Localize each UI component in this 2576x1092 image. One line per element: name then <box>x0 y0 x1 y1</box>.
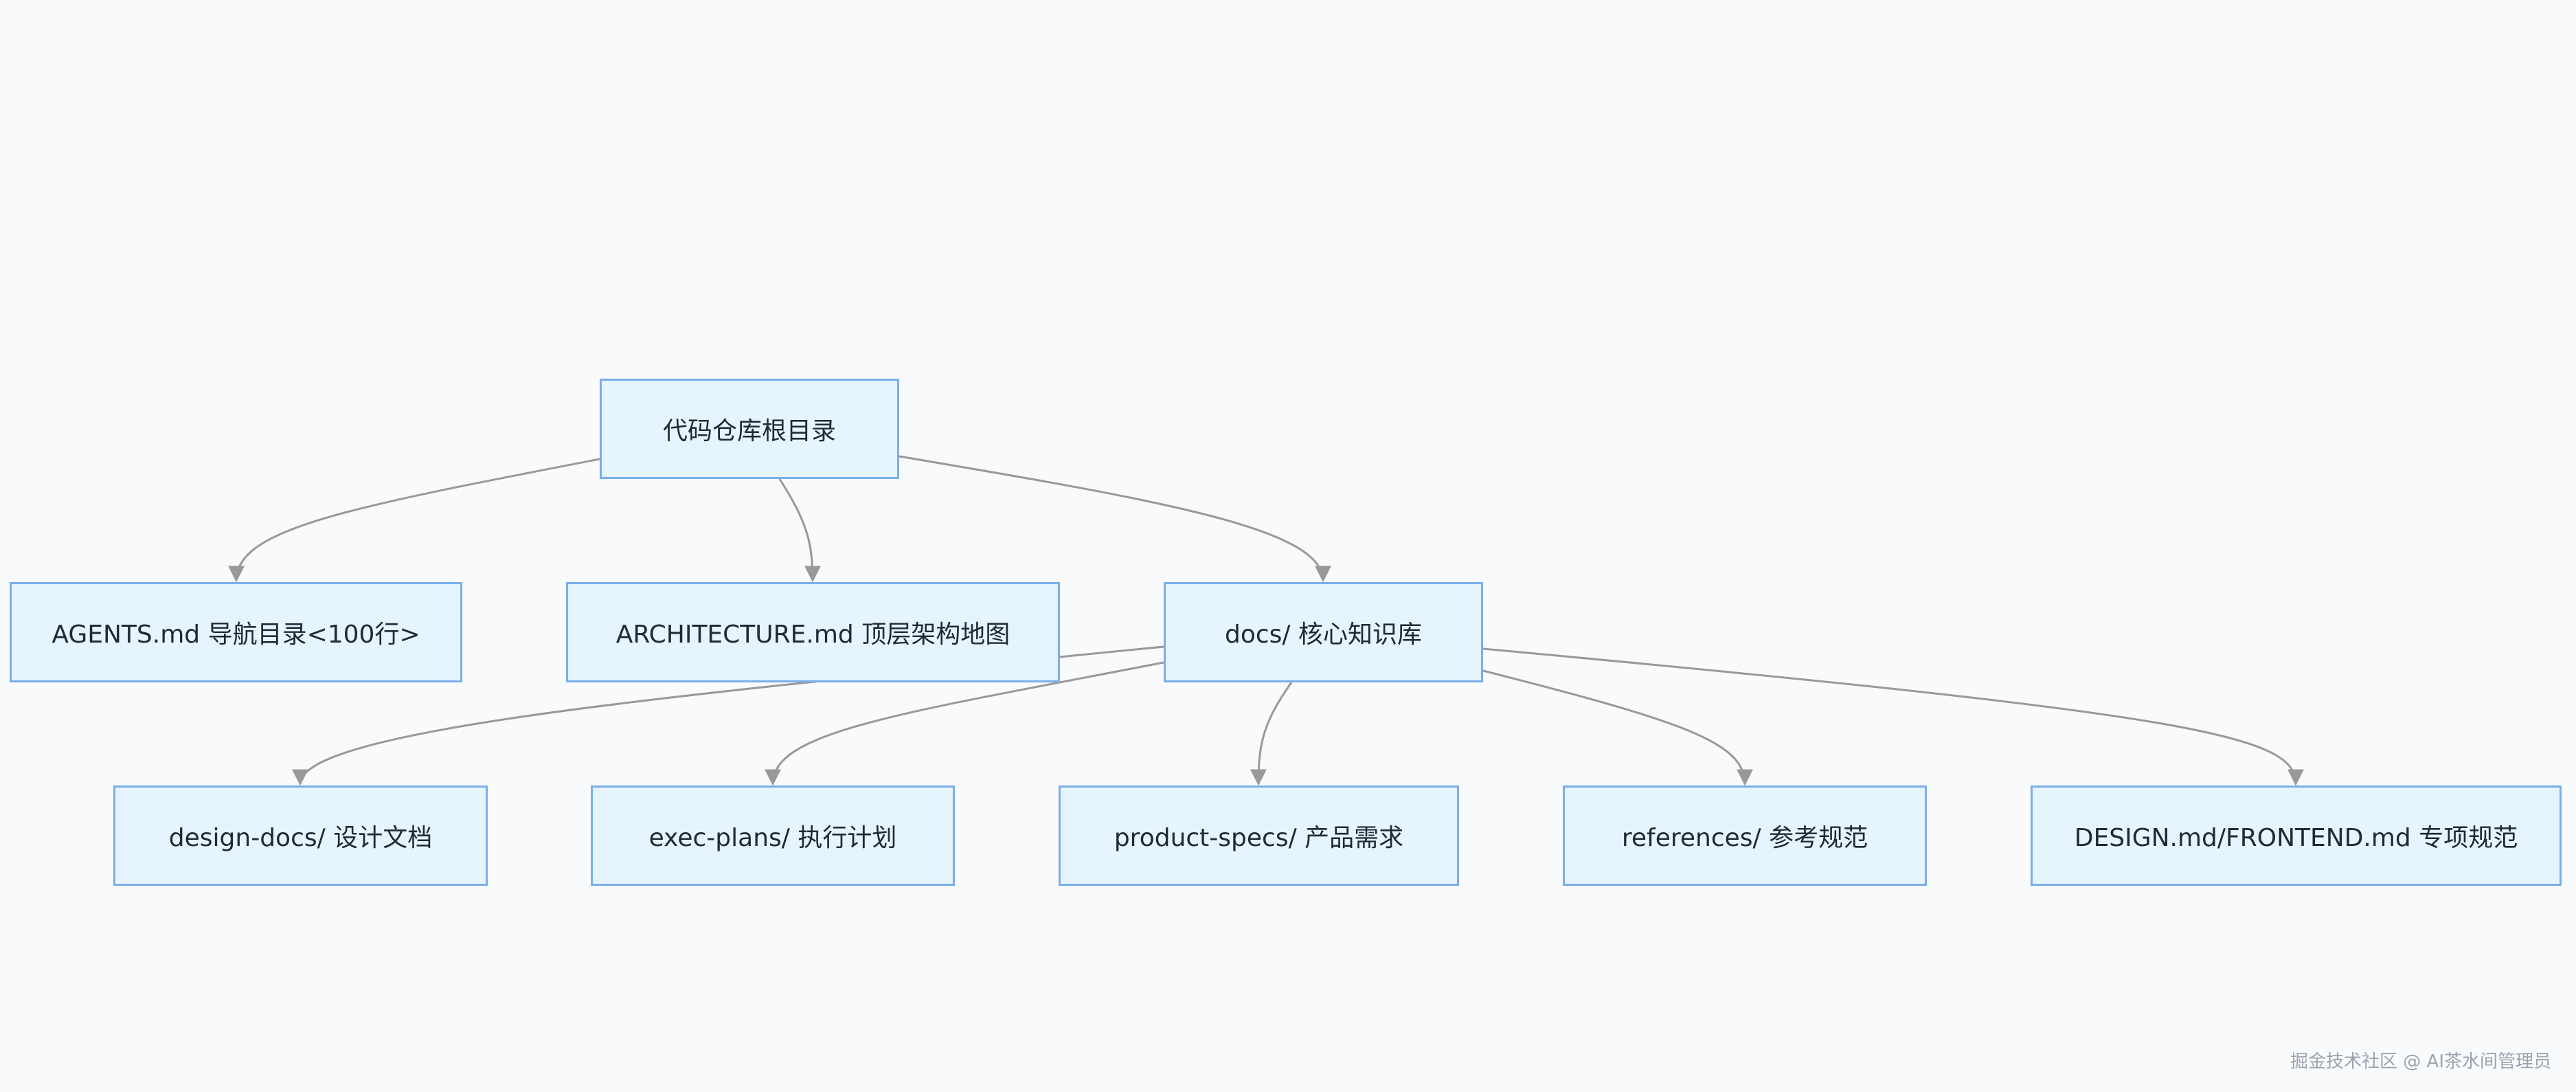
node-agents-md-label: AGENTS.md 导航目录<100行> <box>52 621 420 649</box>
node-design-docs-label: design-docs/ 设计文档 <box>168 824 433 852</box>
node-repo-root: 代码仓库根目录 <box>600 379 899 479</box>
node-architecture-md-label: ARCHITECTURE.md 顶层架构地图 <box>615 621 1010 649</box>
node-docs: docs/ 核心知识库 <box>1164 582 1483 682</box>
edge-docs-references <box>1482 669 1753 786</box>
node-docs-label: docs/ 核心知识库 <box>1225 621 1422 649</box>
node-references: references/ 参考规范 <box>1563 785 1927 886</box>
edge-root-architecture <box>778 478 821 583</box>
watermark: 掘金技术社区 @ AI茶水间管理员 <box>2290 1051 2551 1072</box>
edge-docs-special-specs <box>1482 647 2304 786</box>
node-product-specs-label: product-specs/ 产品需求 <box>1114 824 1404 852</box>
edge-docs-exec-plans <box>765 661 1164 786</box>
node-exec-plans: exec-plans/ 执行计划 <box>591 785 955 886</box>
node-repo-root-label: 代码仓库根目录 <box>662 417 836 445</box>
node-exec-plans-label: exec-plans/ 执行计划 <box>648 824 897 852</box>
node-design-frontend-md-label: DESIGN.md/FRONTEND.md 专项规范 <box>2074 824 2518 852</box>
edge-root-docs <box>899 455 1331 583</box>
edge-root-agents <box>228 458 600 583</box>
edge-docs-product-specs <box>1250 682 1293 786</box>
node-agents-md: AGENTS.md 导航目录<100行> <box>10 582 462 682</box>
node-design-frontend-md: DESIGN.md/FRONTEND.md 专项规范 <box>2031 785 2562 886</box>
node-product-specs: product-specs/ 产品需求 <box>1059 785 1459 886</box>
node-references-label: references/ 参考规范 <box>1621 824 1868 852</box>
node-design-docs: design-docs/ 设计文档 <box>113 785 488 886</box>
node-architecture-md: ARCHITECTURE.md 顶层架构地图 <box>566 582 1060 682</box>
